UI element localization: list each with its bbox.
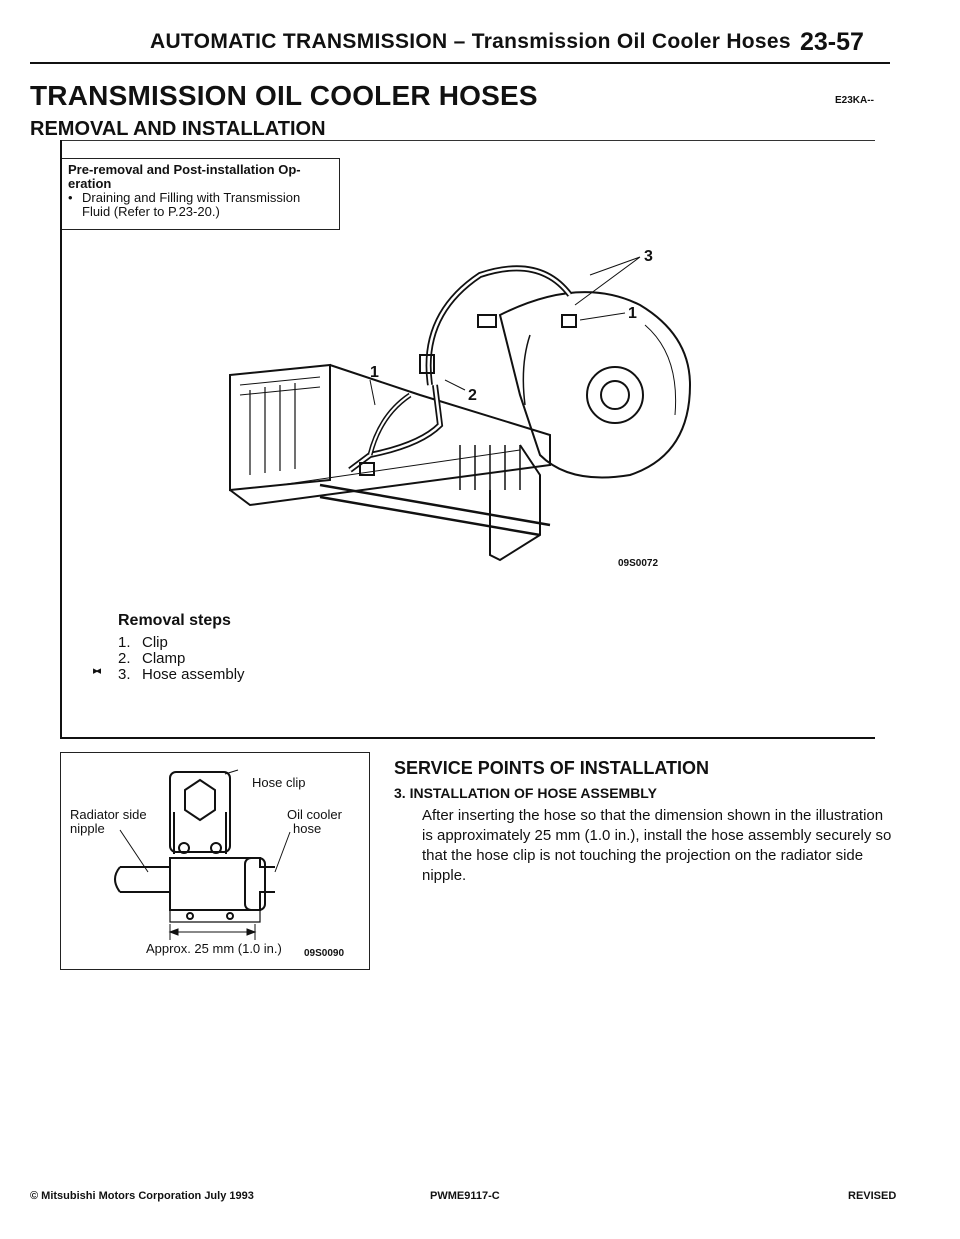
footer-revised: REVISED <box>848 1190 897 1202</box>
section-title: TRANSMISSION OIL COOLER HOSES <box>30 80 538 111</box>
detail-figure-code: 09S0090 <box>304 948 345 959</box>
figure-code: 09S0072 <box>618 558 659 569</box>
pre-removal-heading-line2: eration <box>68 176 112 191</box>
step-label: Hose assembly <box>142 666 245 683</box>
callout-2: 2 <box>468 387 477 404</box>
service-points-subtitle: 3. INSTALLATION OF HOSE ASSEMBLY <box>394 785 657 801</box>
bullet-icon: • <box>68 190 73 205</box>
label-oil-cooler-line2: hose <box>293 821 322 836</box>
callout-1-right: 1 <box>628 305 637 322</box>
service-point-mark-icon: ▸◂ <box>93 665 101 677</box>
detail-figure-box <box>60 752 370 970</box>
header-rule <box>30 62 890 64</box>
callout-3: 3 <box>644 248 653 265</box>
removal-steps-title: Removal steps <box>118 612 231 629</box>
removal-step: 3. Hose assembly <box>118 666 245 683</box>
label-radiator-side-line2: nipple <box>70 821 105 836</box>
footer-copyright: © Mitsubishi Motors Corporation July 199… <box>30 1190 254 1202</box>
figure-frame-top <box>60 140 875 141</box>
figure-frame-bottom <box>60 737 875 739</box>
pre-removal-heading-line1: Pre-removal and Post-installation Op- <box>68 162 301 177</box>
pre-removal-item-line2: Fluid (Refer to P.23-20.) <box>82 204 220 219</box>
page-number: 23-57 <box>800 28 864 56</box>
step-number: 1. <box>118 634 131 651</box>
step-number: 2. <box>118 650 131 667</box>
transmission-cooler-illustration: 3 1 1 2 <box>229 248 692 562</box>
running-header-title: AUTOMATIC TRANSMISSION – Transmission Oi… <box>150 30 791 53</box>
pre-removal-box: Pre-removal and Post-installation Op- er… <box>62 158 340 230</box>
label-oil-cooler-line1: Oil cooler <box>287 807 342 822</box>
label-radiator-side-line1: Radiator side <box>70 807 147 822</box>
pre-removal-item: • Draining and Filling with Transmission… <box>68 191 333 219</box>
label-hose-clip: Hose clip <box>252 775 306 790</box>
removal-step: 1. Clip <box>118 634 168 651</box>
service-points-title: SERVICE POINTS OF INSTALLATION <box>394 758 710 778</box>
step-label: Clamp <box>142 650 186 667</box>
service-points-paragraph: After inserting the hose so that the dim… <box>422 807 892 884</box>
figure-frame-left <box>60 140 62 738</box>
removal-step: 2. Clamp <box>118 650 185 667</box>
hose-clip-detail-illustration <box>114 769 291 940</box>
callout-1-left: 1 <box>370 364 379 381</box>
footer-doc-code: PWME9117-C <box>430 1190 500 1202</box>
pre-removal-item-line1: Draining and Filling with Transmission <box>82 190 301 205</box>
section-subtitle: REMOVAL AND INSTALLATION <box>30 118 326 140</box>
label-dimension: Approx. 25 mm (1.0 in.) <box>146 941 282 956</box>
step-number: 3. <box>118 666 131 683</box>
section-code: E23KA-- <box>835 95 874 106</box>
step-label: Clip <box>142 634 168 651</box>
